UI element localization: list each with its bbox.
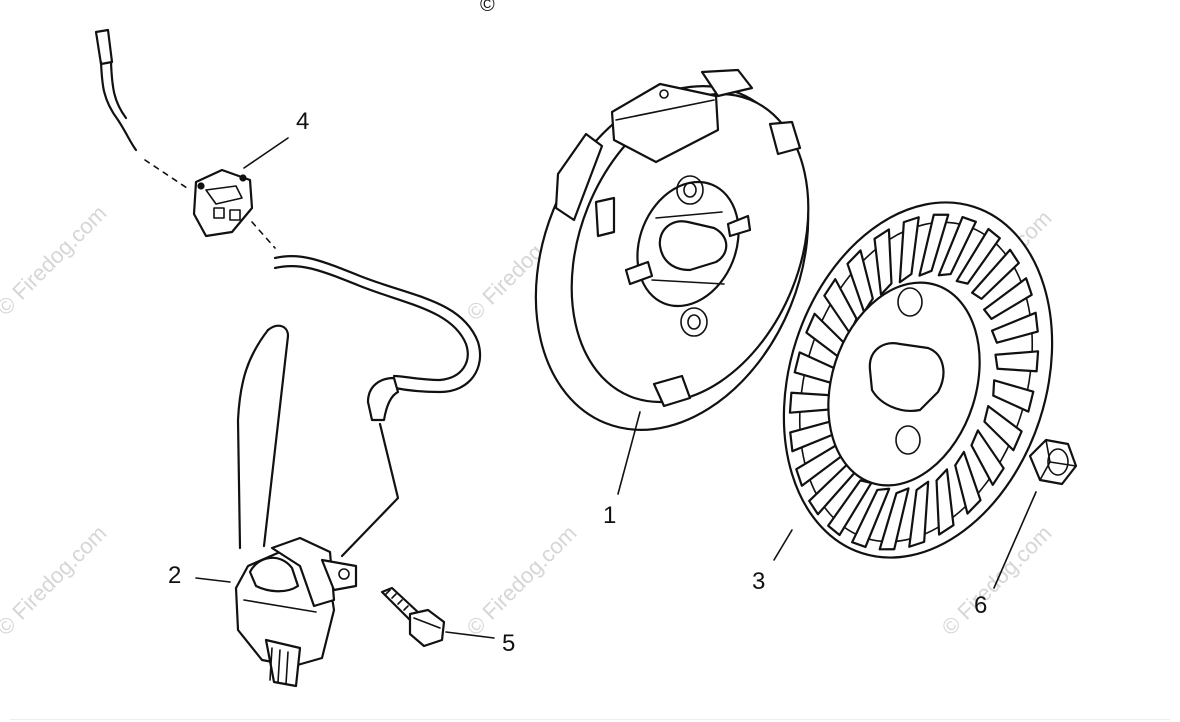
bottom-rule	[10, 719, 1170, 720]
fan-fin	[898, 216, 920, 284]
fan-fin	[935, 468, 955, 536]
fan-fin	[955, 227, 1001, 285]
part-3-fan	[782, 201, 1054, 559]
leader-lines	[195, 137, 1037, 639]
fan-fins	[788, 213, 1040, 551]
copyright-mark: ©	[480, 0, 495, 16]
callout-2: 2	[168, 562, 182, 589]
fan-fin	[851, 487, 891, 549]
fan-fin	[970, 429, 1005, 486]
part-4-wire-connector	[94, 28, 482, 558]
callout-5: 5	[502, 630, 516, 657]
part-1-flywheel	[534, 68, 810, 431]
part-2-ignition-coil	[234, 324, 358, 688]
fan-fin	[878, 487, 910, 551]
fan-fin	[990, 311, 1039, 344]
fan-fin	[788, 391, 834, 414]
fan-fin	[873, 228, 893, 296]
callout-3: 3	[752, 568, 766, 595]
fan-fin	[994, 350, 1040, 373]
fan-fin	[992, 379, 1035, 413]
fan-fin	[954, 450, 982, 515]
callout-1: 1	[603, 502, 617, 529]
fan-fin	[970, 248, 1020, 300]
fan-fin	[918, 213, 950, 277]
fan-fin	[983, 277, 1033, 321]
fan-fin	[908, 480, 930, 548]
fan-fin	[983, 405, 1023, 452]
part-6-nut	[1028, 438, 1078, 486]
fan-fin	[937, 215, 977, 277]
part-5-bolt	[380, 586, 446, 648]
callout-6: 6	[974, 592, 988, 619]
fan-fin	[846, 249, 874, 314]
fan-fin	[827, 479, 873, 537]
callout-4: 4	[296, 108, 310, 135]
